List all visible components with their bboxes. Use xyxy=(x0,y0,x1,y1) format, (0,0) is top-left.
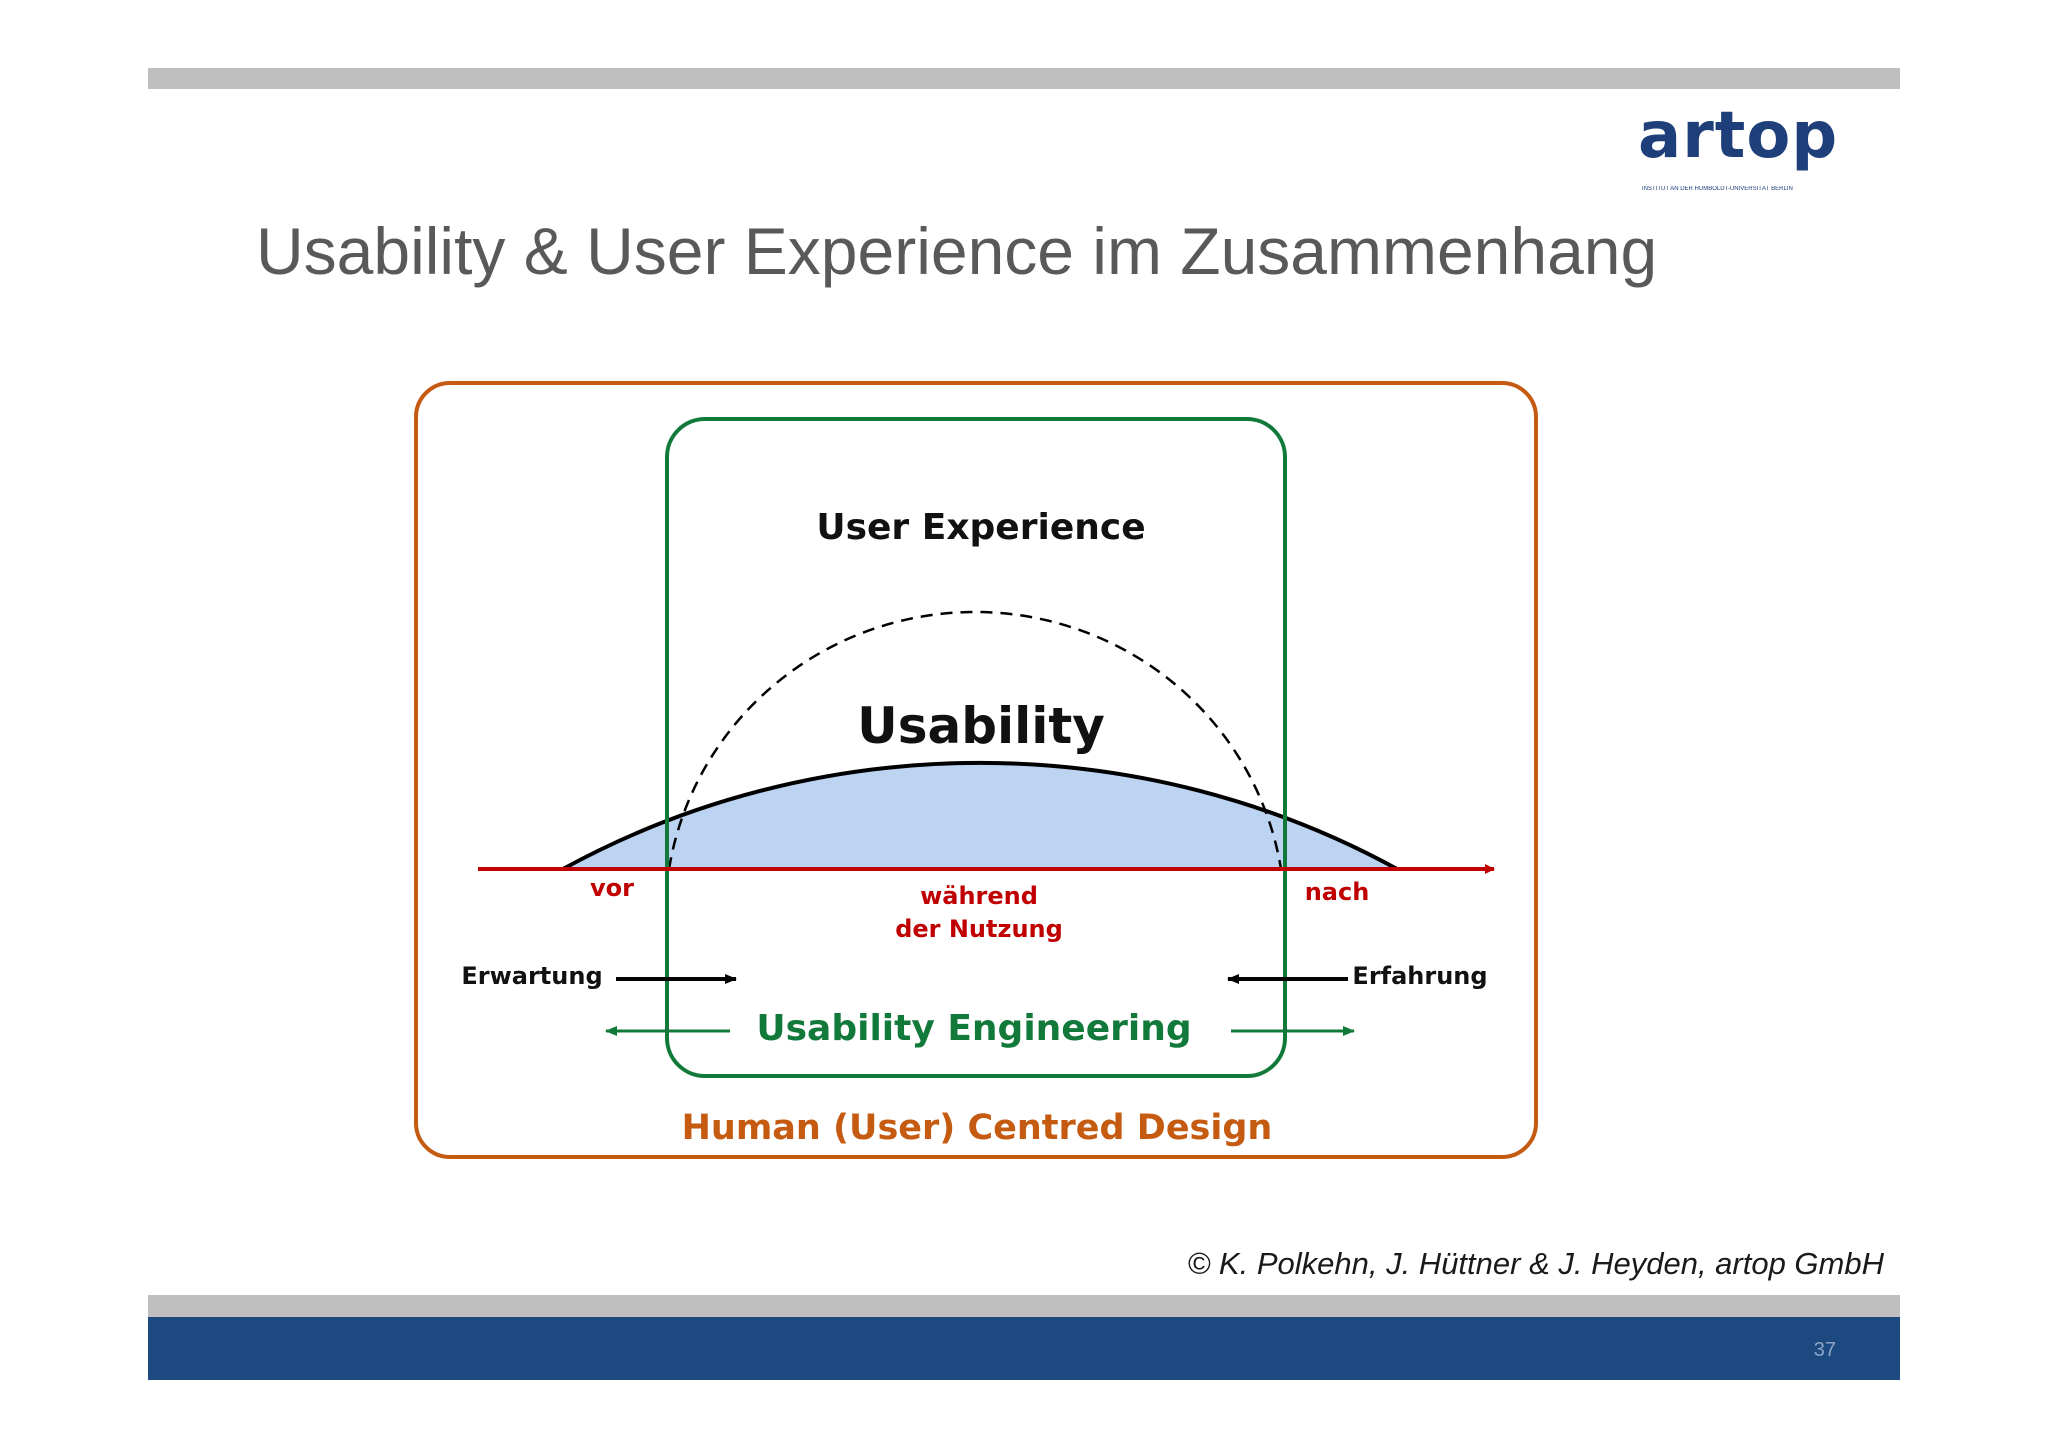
expectation-label: Erwartung xyxy=(461,962,602,990)
timeline-during-label-2: der Nutzung xyxy=(895,915,1063,943)
timeline-before-label: vor xyxy=(590,874,634,902)
logo-wordmark: artop xyxy=(1638,99,1839,173)
top-divider-bar xyxy=(148,68,1900,89)
footer-bar: 37 xyxy=(148,1317,1900,1380)
experience-label: Erfahrung xyxy=(1352,962,1487,990)
timeline-during-label-1: während xyxy=(920,882,1038,910)
page-number: 37 xyxy=(1813,1339,1836,1361)
slide-title: Usability & User Experience im Zusammenh… xyxy=(256,214,1658,288)
hcd-label: Human (User) Centred Design xyxy=(682,1108,1273,1148)
user-experience-dome-outline xyxy=(562,760,1398,871)
usability-label: Usability xyxy=(857,697,1105,755)
copyright-credit: © K. Polkehn, J. Hüttner & J. Heyden, ar… xyxy=(1187,1246,1884,1281)
footer-divider-bar xyxy=(148,1295,1900,1317)
artop-logo: artop INSTITUT AN DER HUMBOLDT-UNIVERSIT… xyxy=(1638,104,1842,200)
user-experience-label: User Experience xyxy=(816,507,1145,548)
usability-engineering-frame xyxy=(665,417,1287,1078)
usability-engineering-label: Usability Engineering xyxy=(756,1008,1191,1049)
timeline-after-label: nach xyxy=(1305,878,1370,906)
logo-subline: INSTITUT AN DER HUMBOLDT-UNIVERSITÄT BER… xyxy=(1642,186,1793,192)
